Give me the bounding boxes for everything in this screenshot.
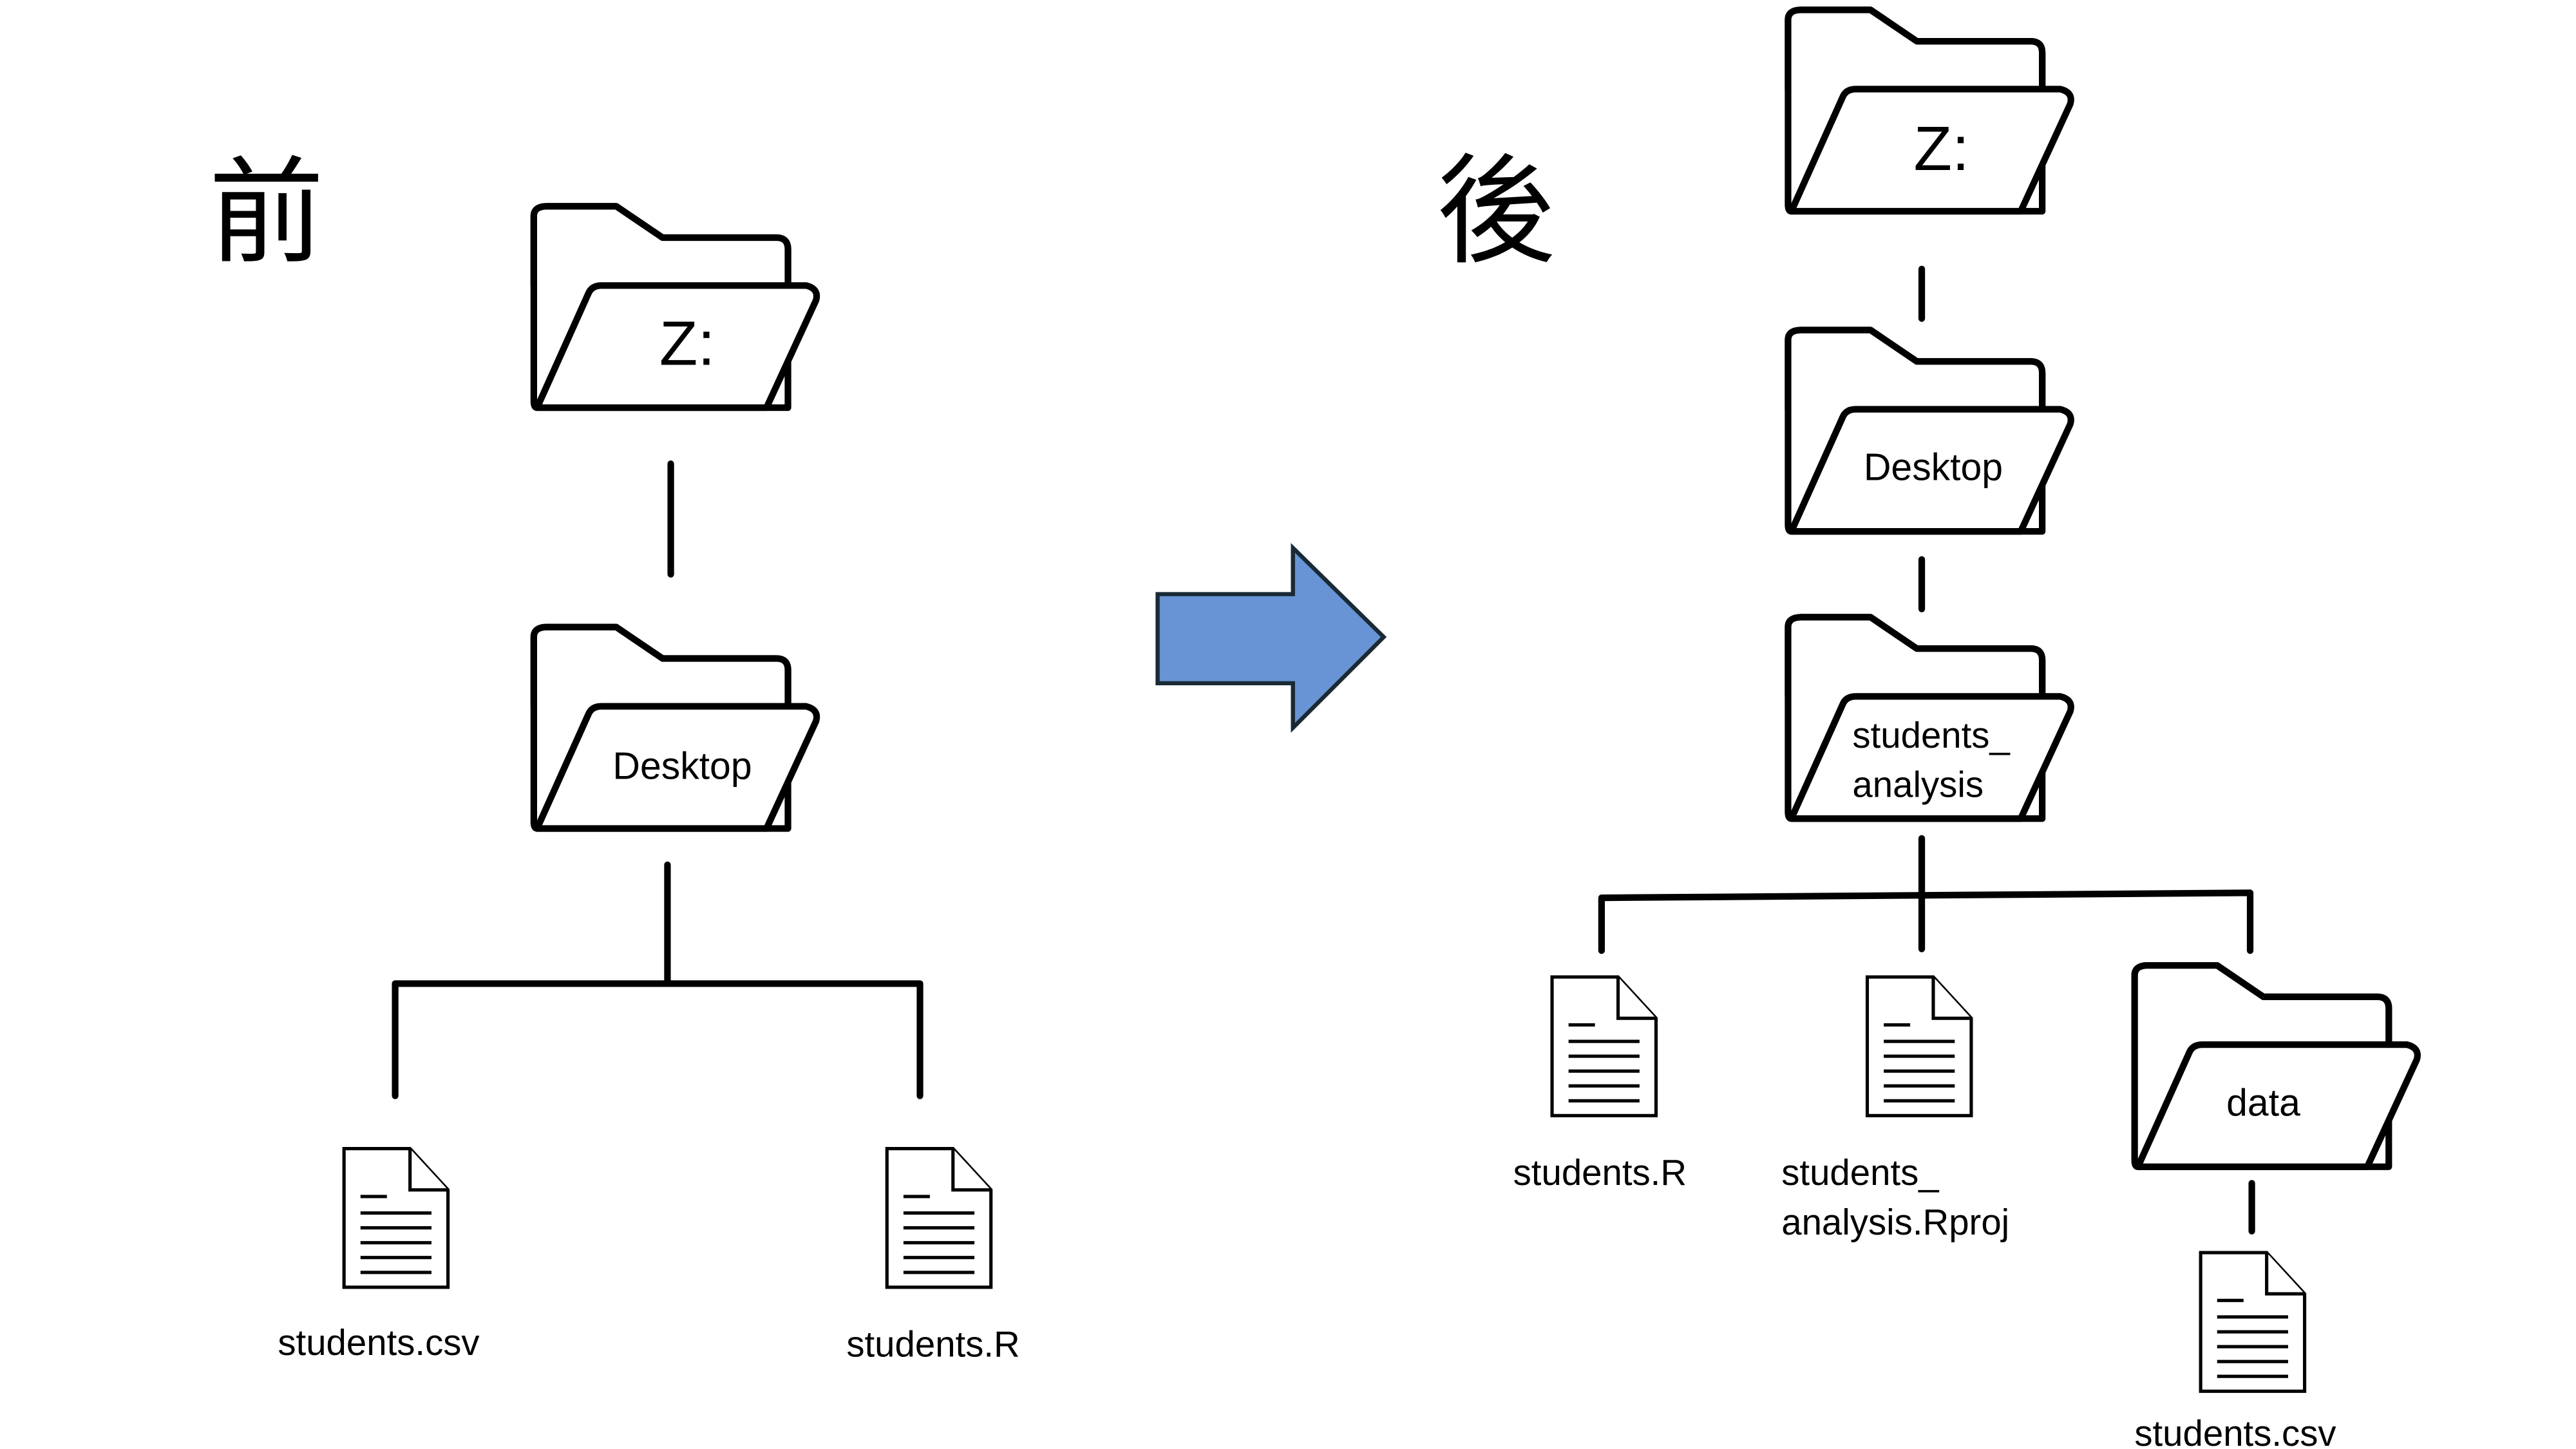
folder-label: Z: (1914, 113, 1970, 184)
folder-icon (1788, 330, 2070, 532)
folder-z-after[interactable]: Z: (1788, 10, 2070, 211)
folder-label: Desktop (612, 746, 752, 788)
document-icon (1552, 977, 1656, 1115)
document-icon (344, 1149, 448, 1287)
folder-label: Desktop (1864, 447, 2003, 489)
folder-icon (534, 627, 817, 829)
file-students-analysis-rproj[interactable]: students_ analysis.Rproj (1781, 977, 2009, 1242)
file-label: students.csv (2134, 1413, 2336, 1449)
after-heading: 後 (1437, 142, 1556, 281)
tree-branch (1598, 835, 2254, 954)
folder-label: data (2226, 1082, 2300, 1124)
before-panel: 前 Z: Desktop students.csv students.R (209, 146, 1020, 1364)
folder-label-line2: analysis (1852, 764, 1984, 805)
folder-z-before[interactable]: Z: (534, 206, 817, 408)
file-students-r-after[interactable]: students.R (1513, 977, 1687, 1193)
file-students-csv-after[interactable]: students.csv (2134, 1253, 2336, 1449)
folder-data[interactable]: data (2135, 965, 2418, 1167)
folder-icon (2135, 965, 2418, 1167)
file-label-line2: analysis.Rproj (1781, 1202, 2009, 1242)
file-students-csv-before[interactable]: students.csv (278, 1149, 480, 1363)
folder-label: Z: (659, 308, 715, 378)
right-arrow-icon (1155, 543, 1387, 733)
tree-branch (392, 861, 923, 1099)
folder-desktop-after[interactable]: Desktop (1788, 330, 2070, 532)
folder-label-line1: students_ (1852, 715, 2010, 755)
file-label: students.csv (278, 1322, 479, 1363)
file-label: students.R (1513, 1152, 1687, 1193)
folder-students-analysis[interactable]: students_ analysis (1788, 617, 2070, 819)
folder-desktop-before[interactable]: Desktop (534, 627, 817, 829)
document-icon (2201, 1253, 2304, 1391)
document-icon (1867, 977, 1971, 1115)
before-heading: 前 (209, 146, 324, 280)
after-panel: 後 Z: Desktop students_ analysis students… (1437, 10, 2418, 1449)
file-students-r-before[interactable]: students.R (846, 1149, 1020, 1365)
file-label-line1: students_ (1781, 1152, 1939, 1193)
file-label: students.R (846, 1323, 1019, 1364)
document-icon (887, 1149, 990, 1287)
